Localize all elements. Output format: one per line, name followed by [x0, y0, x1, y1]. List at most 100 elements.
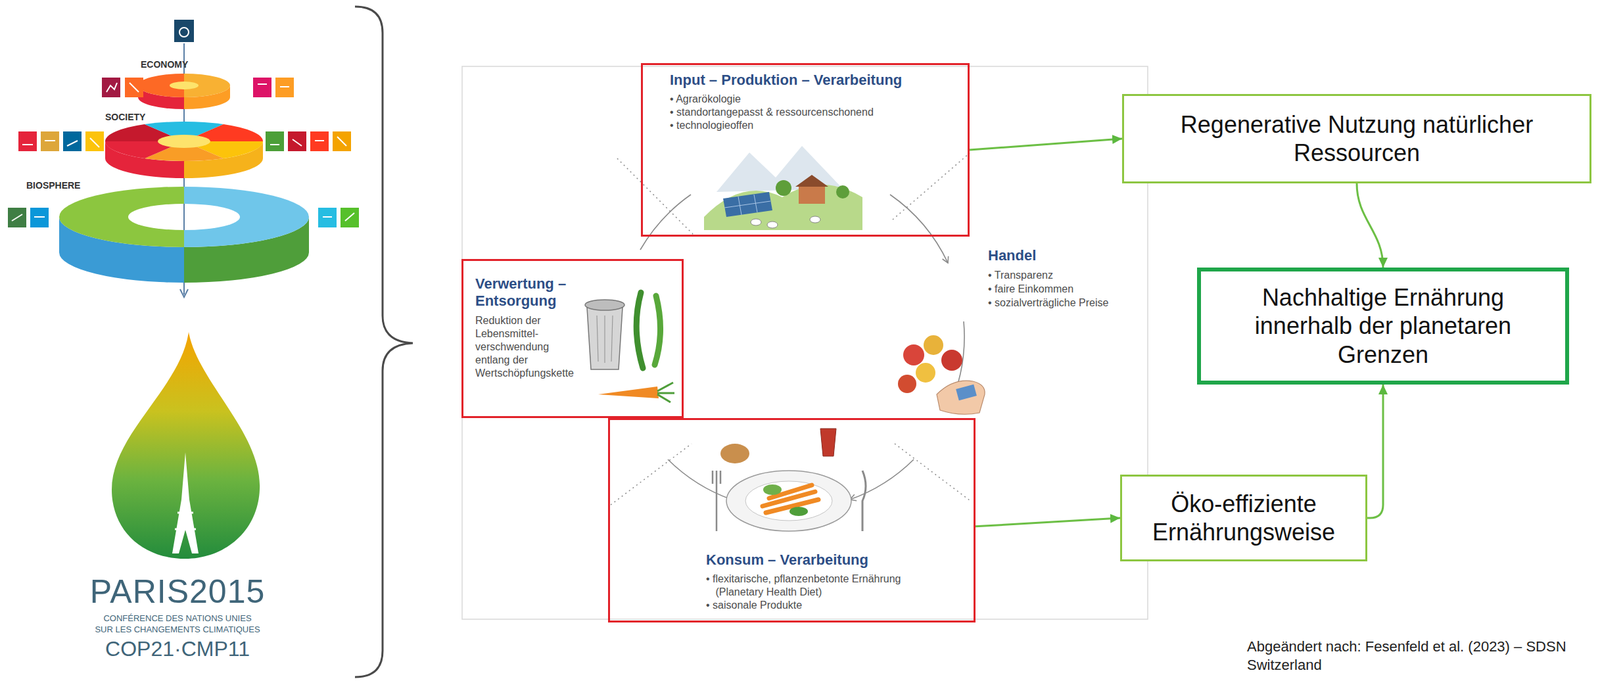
landscape-illustration-part: [798, 185, 825, 204]
landscape-illustration-part: [809, 216, 821, 223]
trade-illustration-part: [897, 374, 917, 394]
sdg-cake-part: [180, 289, 189, 298]
meal-illustration-part: [762, 485, 819, 513]
sdg-icons-part: [85, 131, 104, 152]
meal-illustration-part: [789, 506, 808, 517]
landscape-illustration-part: [836, 185, 850, 199]
section-heading: Input – Produktion – Verarbeitung: [669, 71, 967, 89]
outcome-box: Regenerative Nutzung natürlicher Ressour…: [1122, 94, 1592, 184]
waste-illustration-part: [657, 382, 675, 403]
logo-subtitle: CONFÉRENCE DES NATIONS UNIES: [59, 613, 296, 624]
dotted-dividers-part: [894, 443, 970, 501]
goal-box: Nachhaltige Ernährung innerhalb der plan…: [1197, 267, 1570, 385]
paris-logo-part: [111, 331, 260, 559]
meal-illustration-part: [763, 484, 782, 495]
landscape-illustration: [704, 145, 863, 231]
meal-illustration: [712, 428, 866, 532]
box-text: Nachhaltige Ernährung innerhalb der plan…: [1212, 283, 1554, 369]
sdg-icons-part: [63, 131, 82, 152]
landscape-illustration-part: [723, 191, 773, 217]
waste-illustration-part: [587, 307, 623, 370]
flow-arrow: [1356, 183, 1384, 268]
trade-illustration-part: [955, 384, 977, 401]
sdg-icons-part: [265, 131, 284, 152]
dotted-dividers: [610, 153, 970, 505]
logo-event: COP21·CMP11: [59, 636, 296, 662]
waste-illustration-part: [636, 292, 643, 369]
cycle-arcs-part: [667, 459, 732, 500]
dotted-dividers-part: [610, 443, 692, 505]
box-text: Öko-effiziente Ernährungsweise: [1133, 489, 1354, 547]
waste-illustration-part: [598, 386, 659, 399]
box-text: Regenerative Nutzung natürlicher Ressour…: [1135, 110, 1578, 167]
section-heading: Konsum – Verarbeitung: [705, 551, 950, 569]
cycle-frame: [462, 66, 1148, 620]
dotted-dividers-part: [617, 158, 694, 235]
bullet-item: • Transparenz: [988, 269, 1054, 282]
curly-brace: [354, 6, 413, 678]
sdg-cake-part: [174, 19, 194, 43]
flow-arrow: [969, 138, 1123, 150]
trade-illustration-part: [903, 344, 925, 366]
meal-illustration-part: [712, 470, 721, 532]
meal-illustration-part: [745, 481, 833, 521]
disposal-section: Verwertung – EntsorgungReduktion der Leb…: [461, 258, 684, 419]
sdg-cake-part: [128, 203, 240, 231]
bullet-item: • faire Einkommen: [988, 283, 1074, 296]
trade-illustration-part: [915, 362, 936, 383]
sdg-cake: [59, 19, 309, 298]
sdg-icons-part: [18, 131, 37, 152]
waste-illustration: [585, 292, 675, 403]
source-caption: Abgeändert nach: Fesenfeld et al. (2023)…: [1247, 637, 1595, 674]
outcome-box: Öko-effiziente Ernährungsweise: [1120, 474, 1368, 562]
flow-arrow: [1367, 384, 1384, 518]
tier-label: BIOSPHERE: [26, 180, 81, 191]
sdg-cake-part: [183, 203, 185, 231]
waste-illustration-part: [585, 299, 625, 311]
paris-logo-part: [174, 512, 196, 530]
dotted-dividers-part: [892, 153, 970, 220]
section-heading: Verwertung – Entsorgung: [475, 275, 584, 311]
bullet-item: • saisonale Produkte: [705, 598, 950, 612]
cycle-arcs-part: [849, 459, 914, 500]
section-heading: Handel: [988, 247, 1036, 264]
tier-label: SOCIETY: [105, 111, 146, 123]
bullet-item: • flexitarische, pflanzenbetonte Ernähru…: [705, 572, 950, 599]
sdg-icons-part: [11, 82, 355, 221]
sdg-cake-part: [179, 27, 189, 37]
section-text: Konsum – Verarbeitung • flexitarische, pf…: [705, 551, 950, 612]
sdg-icons-part: [253, 77, 272, 98]
bullet-item: • sozialverträgliche Preise: [988, 297, 1109, 309]
paris-logo: [111, 331, 260, 559]
trade-illustration: [897, 335, 985, 415]
section-body: Reduktion der Lebensmittel- verschwendun…: [475, 314, 584, 380]
landscape-illustration-part: [767, 221, 778, 229]
bullet-item: • technologieoffen: [669, 118, 967, 133]
landscape-illustration-part: [775, 180, 792, 196]
waste-illustration-part: [654, 295, 661, 365]
sdg-icons-part: [287, 131, 307, 152]
flow-arrow: [975, 517, 1121, 527]
sdg-cake-part: [157, 134, 211, 148]
waste-illustration-part: [596, 315, 613, 363]
sdg-cake-part: [169, 81, 199, 90]
paris-logo-part: [172, 452, 199, 554]
section-text: Verwertung – EntsorgungReduktion der Leb…: [475, 275, 584, 380]
sdg-icons-part: [101, 77, 121, 98]
landscape-illustration-part: [724, 194, 771, 215]
cycle-arcs: [640, 194, 965, 500]
meal-illustration-part: [720, 443, 750, 464]
production-section: Input – Produktion – Verarbeitung• Agrar…: [640, 63, 970, 237]
meal-illustration-part: [862, 470, 866, 532]
landscape-illustration-part: [795, 174, 829, 187]
cycle-arcs-part: [640, 194, 691, 250]
trade-illustration-part: [936, 380, 985, 415]
sdg-icons: [7, 77, 359, 228]
cycle-arcs-part: [890, 194, 948, 263]
bullet-item: • standortangepasst & ressourcenschonend: [669, 105, 967, 119]
logo-subtitle: SUR LES CHANGEMENTS CLIMATIQUES: [59, 625, 296, 636]
tier-label: ECONOMY: [140, 59, 189, 70]
trade-illustration-part: [923, 335, 944, 355]
section-text: Input – Produktion – Verarbeitung• Agrar…: [669, 71, 967, 133]
